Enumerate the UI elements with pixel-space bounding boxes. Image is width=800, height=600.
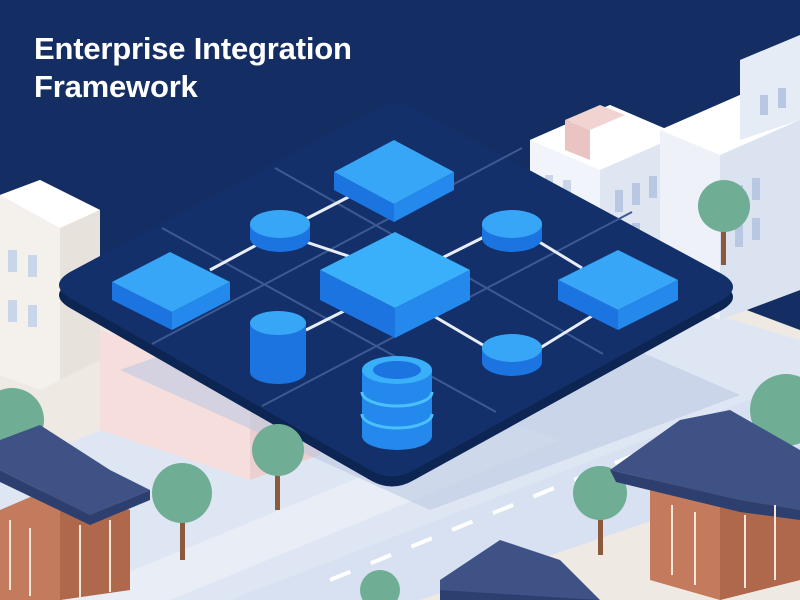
title-line-2: Framework <box>34 69 198 104</box>
traditional-house-icon <box>610 410 800 600</box>
tree-icon <box>573 466 627 555</box>
tree-icon <box>750 374 800 460</box>
tree-icon <box>152 463 212 560</box>
central-hub-icon <box>320 232 470 338</box>
module-block-icon <box>558 250 678 330</box>
module-block-icon <box>112 252 230 330</box>
tree-icon <box>698 180 750 265</box>
traditional-house-icon <box>440 540 600 600</box>
tree-icon <box>360 570 400 600</box>
node-disc-icon <box>482 334 542 376</box>
tree-icon <box>252 424 304 510</box>
stacked-database-icon <box>360 356 434 450</box>
traditional-house-icon <box>0 425 150 600</box>
module-block-icon <box>334 140 454 222</box>
database-cylinder-icon <box>250 311 306 384</box>
page-title: Enterprise Integration Framework <box>34 30 352 106</box>
title-line-1: Enterprise Integration <box>34 31 352 66</box>
node-disc-icon <box>482 210 542 252</box>
node-disc-icon <box>250 210 310 252</box>
